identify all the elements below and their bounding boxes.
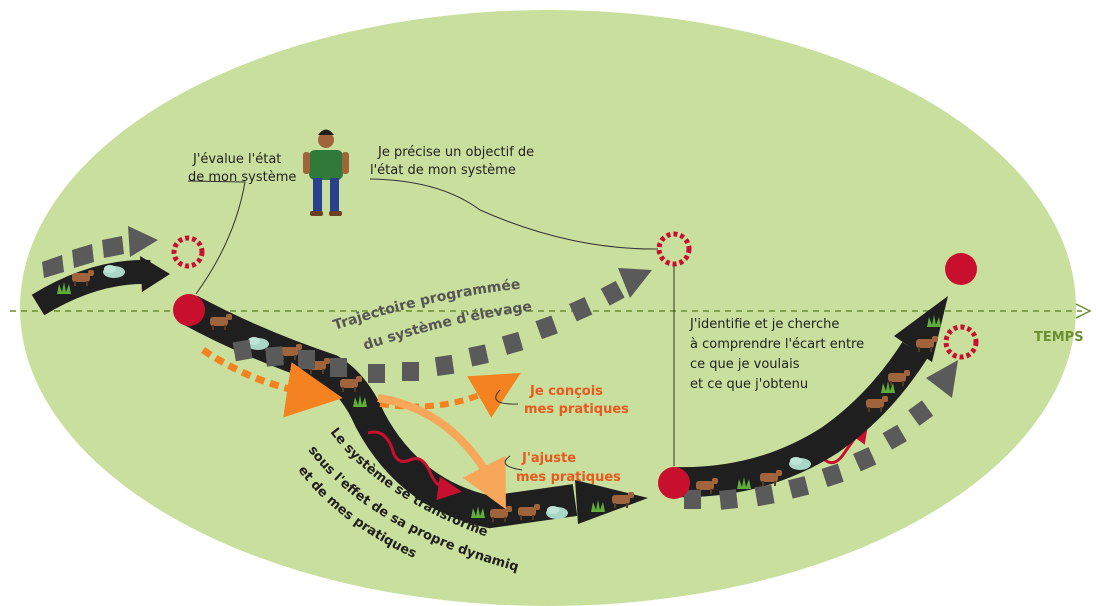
track-left <box>31 259 151 316</box>
label-objective-1: Je précise un objectif de <box>377 145 534 160</box>
leader-evaluate <box>187 180 246 295</box>
label-evaluate-1: J'évalue l'état <box>192 152 281 167</box>
leader-adjust <box>504 455 523 471</box>
state-marker-evaluate <box>173 294 205 326</box>
track-right-black-head <box>894 296 948 362</box>
label-evaluate-2: de mon système <box>188 170 296 185</box>
leader-conceive <box>495 389 519 405</box>
track-left-head <box>140 256 170 292</box>
state-marker-final <box>945 253 977 285</box>
adjust-practice-arrow <box>377 394 506 510</box>
label-identify-2: à comprendre l'écart entre <box>690 337 864 352</box>
left-programmed-dashes <box>42 226 158 278</box>
label-identify-1: J'identifie et je cherche <box>689 317 839 332</box>
right-programmed-dashes <box>684 360 958 510</box>
label-identify-3: ce que je voulais <box>690 357 800 372</box>
label-conceive-2: mes pratiques <box>524 402 629 417</box>
track-main-head <box>575 480 648 524</box>
target-ring-objective <box>656 231 692 267</box>
programmed-trajectory <box>232 268 652 383</box>
axis-label-temps: TEMPS <box>1034 330 1084 345</box>
target-ring-right <box>943 324 979 360</box>
leader-objective <box>369 178 659 250</box>
label-conceive-1: Je conçois <box>529 384 603 399</box>
dynamic-squiggle-main <box>367 430 462 501</box>
label-adjust-2: mes pratiques <box>516 470 621 485</box>
label-adjust-1: J'ajuste <box>521 451 576 466</box>
farmer-icon <box>303 129 349 216</box>
state-marker-outcome <box>658 467 690 499</box>
target-ring-left <box>171 235 205 269</box>
label-objective-2: l'état de mon système <box>370 163 516 178</box>
time-axis-arrowhead <box>1075 303 1092 319</box>
label-identify-4: et ce que j'obtenu <box>690 377 808 392</box>
design-practice-arrow-left <box>201 347 343 418</box>
